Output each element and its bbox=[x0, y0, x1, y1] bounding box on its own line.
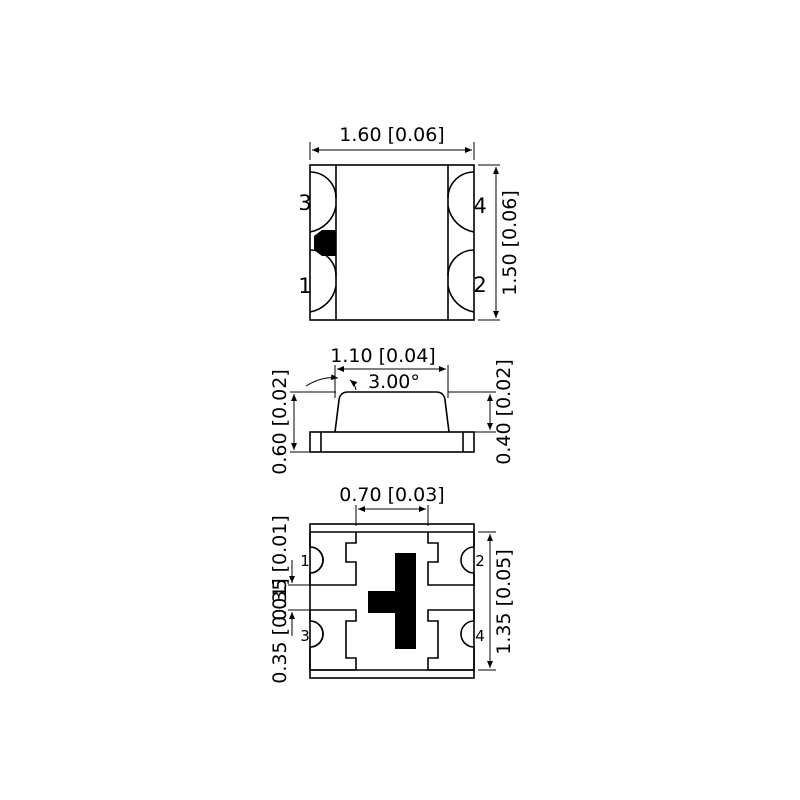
bottom-pin-3-label: 3 bbox=[300, 627, 310, 645]
top-body-outline bbox=[309, 164, 475, 321]
bottom-pad-pitch-dim: 1.35 [0.05] bbox=[493, 549, 515, 654]
side-lens-width-dim: 1.10 [0.04] bbox=[330, 345, 435, 367]
top-pin-3-label: 3 bbox=[298, 191, 311, 215]
bottom-pin-4-label: 4 bbox=[475, 627, 485, 645]
side-body-height-dim: 0.40 [0.02] bbox=[493, 359, 515, 464]
castellation-pad-4 bbox=[447, 171, 475, 199]
bottom-pin-2-label: 2 bbox=[475, 552, 485, 570]
polarity-mark bbox=[314, 230, 336, 256]
bottom-pad-gap-dim: 0.70 [0.03] bbox=[339, 484, 444, 506]
top-height-dim: 1.50 [0.06] bbox=[499, 190, 521, 295]
bottom-body-outline bbox=[309, 523, 475, 679]
bottom-pad-1 bbox=[309, 532, 357, 586]
bottom-pad-4 bbox=[427, 609, 475, 671]
bottom-pin-1-label: 1 bbox=[300, 552, 310, 570]
draft-angle-arc bbox=[305, 374, 339, 387]
bottom-pad-3 bbox=[309, 609, 357, 671]
top-pin-1-label: 1 bbox=[298, 274, 311, 298]
side-draft-angle: 3.00° bbox=[368, 371, 420, 393]
bottom-pad-width-dim: 0.35 [0.01] bbox=[269, 515, 291, 620]
castellation-pad-1 bbox=[309, 249, 337, 277]
top-width-dim: 1.60 [0.06] bbox=[339, 124, 444, 146]
side-total-height-dim: 0.60 [0.02] bbox=[269, 369, 291, 474]
bottom-pad-2 bbox=[427, 532, 475, 586]
side-lens-dome bbox=[334, 391, 450, 433]
top-view: 3 1 4 2 1.60 [0.06] 1.50 [0.06] bbox=[298, 124, 521, 321]
side-view: 1.10 [0.04] 3.00° 0.60 [0.02] 0.40 [0.02… bbox=[269, 345, 515, 475]
castellation-pad-2 bbox=[447, 249, 475, 277]
bottom-pad-width-dim-repeat: 0.35 [0.01] bbox=[269, 578, 291, 683]
top-pin-4-label: 4 bbox=[473, 194, 486, 218]
top-pin-2-label: 2 bbox=[473, 273, 486, 297]
bottom-view: 1 3 2 4 0.70 [0.03] 0.35 [0.01] 0.35 [0.… bbox=[269, 484, 515, 684]
side-base bbox=[309, 431, 475, 453]
bottom-polarity-bar-vertical bbox=[395, 553, 416, 649]
castellation-pad-3 bbox=[309, 171, 337, 199]
bottom-polarity-bar-horizontal bbox=[368, 591, 398, 613]
